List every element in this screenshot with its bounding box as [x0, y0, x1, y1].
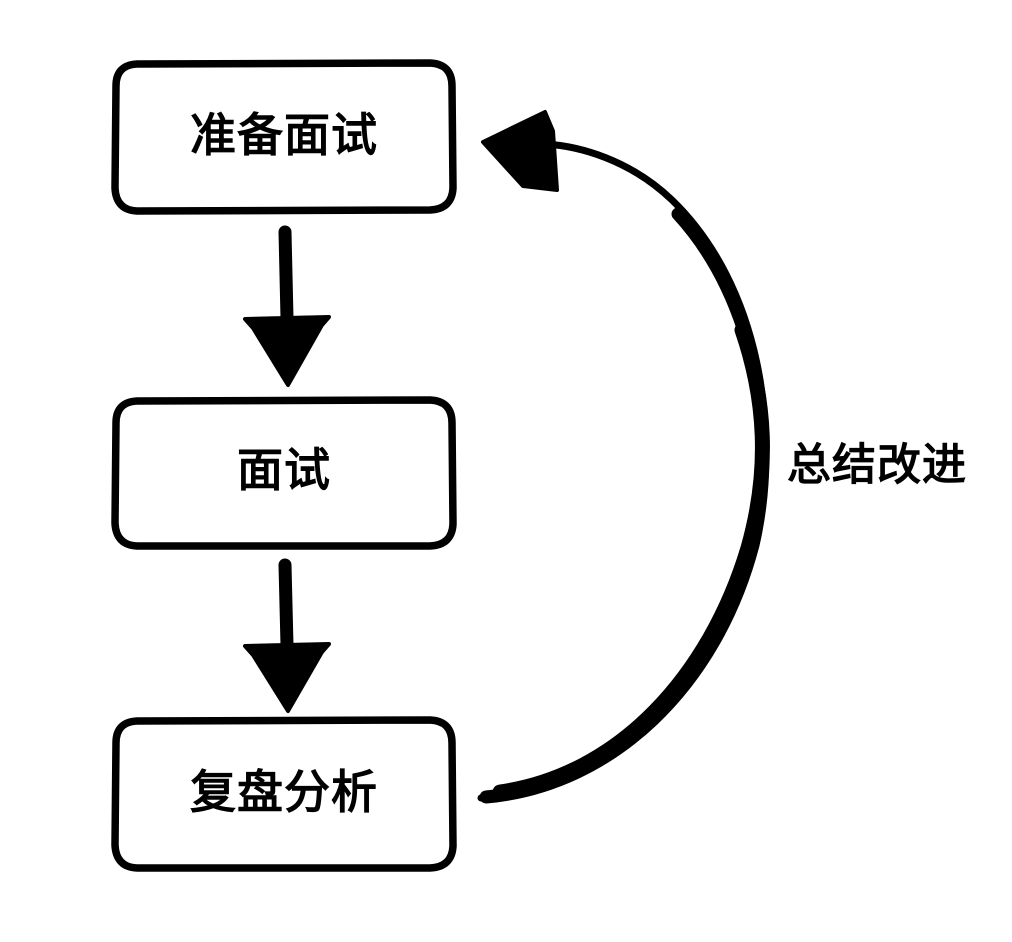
- node-interview-shape: [111, 396, 457, 550]
- node-prepare-label: 准备面试: [190, 109, 378, 161]
- feedback-curve-belly: [492, 322, 770, 800]
- node-review-shape: [111, 716, 457, 872]
- node-review[interactable]: 复盘分析: [111, 716, 457, 872]
- edge-prepare-to-interview: [243, 225, 331, 387]
- edge-interview-to-review: [243, 558, 331, 713]
- feedback-arrow-head: [481, 110, 559, 192]
- arrow-shaft-1: [278, 225, 294, 325]
- feedback-curve-thin: [477, 140, 770, 802]
- node-review-label: 复盘分析: [190, 766, 378, 818]
- feedback-curve-body: [479, 207, 770, 804]
- node-prepare-shape: [111, 59, 457, 215]
- node-interview-label: 面试: [237, 444, 331, 496]
- arrow-head-2: [243, 642, 331, 713]
- arrow-shaft-2: [278, 558, 294, 652]
- node-prepare[interactable]: 准备面试: [111, 59, 457, 215]
- arrow-head-1: [243, 315, 331, 387]
- edge-label-summarize-improve: 总结改进: [787, 441, 967, 490]
- node-interview[interactable]: 面试: [111, 396, 457, 550]
- edge-review-to-prepare: [477, 110, 770, 804]
